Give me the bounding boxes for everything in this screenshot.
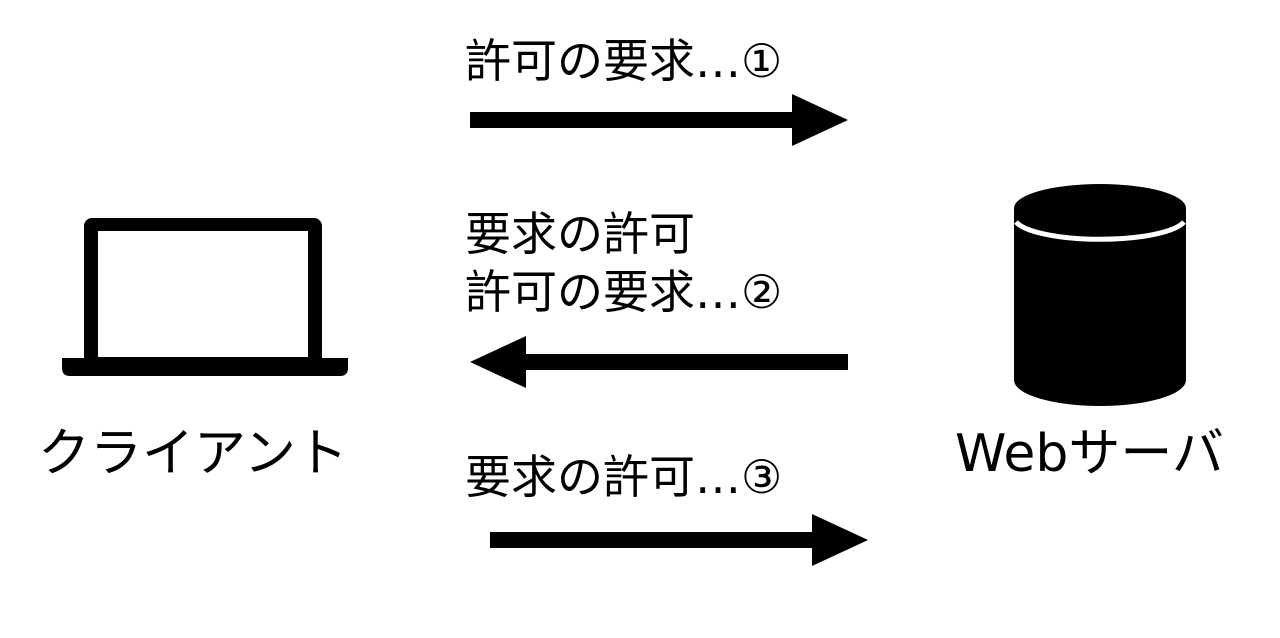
arrow-left-icon [470,336,848,388]
message-line: 許可の要求…① [465,34,783,88]
message-label-1: 許可の要求…① [465,32,782,90]
arrow-right-icon [470,94,848,146]
client-label: クライアント [38,424,348,484]
message-label-3: 要求の許可…③ [465,448,782,506]
message-line: 許可の要求…② [465,265,783,319]
arrow-right-icon [490,514,868,566]
message-line: 要求の許可…③ [465,450,783,504]
server-label: Webサーバ [955,424,1224,484]
message-label-2: 要求の許可 許可の要求…② [465,205,782,321]
database-icon [1014,184,1186,406]
laptop-icon [62,218,348,376]
message-line: 要求の許可 [465,207,695,261]
